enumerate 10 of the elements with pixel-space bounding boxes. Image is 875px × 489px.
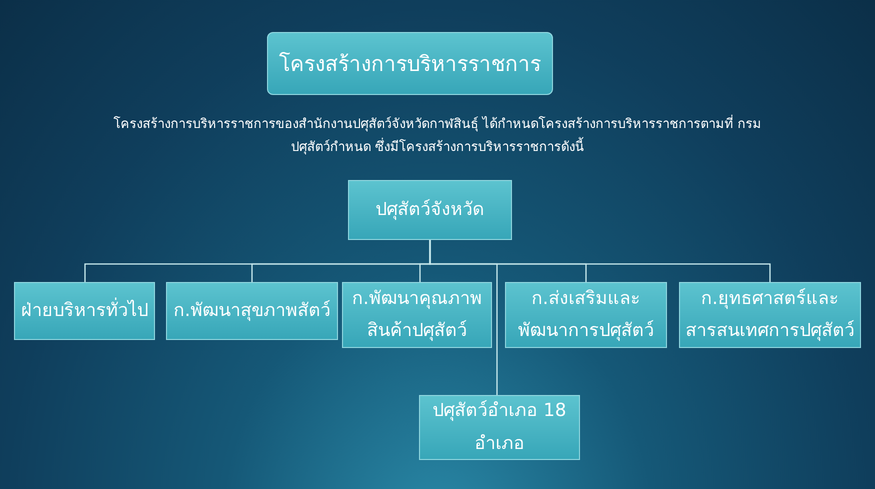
org-box: ก.ยุทธศาสตร์และ สารสนเทศการปศุสัตว์	[679, 282, 861, 348]
org-box: ก.พัฒนาสุขภาพสัตว์	[166, 282, 338, 340]
org-box: ก.พัฒนาคุณภาพ สินค้าปศุสัตว์	[342, 282, 492, 348]
connector-line	[429, 240, 498, 395]
org-box: ปศุสัตว์จังหวัด	[348, 180, 512, 240]
org-box: ก.ส่งเสริมและ พัฒนาการปศุสัตว์	[505, 282, 667, 348]
org-box: ปศุสัตว์อำเภอ 18 อำเภอ	[419, 395, 580, 460]
title-banner: โครงสร้างการบริหารราชการ	[267, 32, 553, 95]
description-text: โครงสร้างการบริหารราชการของสำนักงานปศุสัตว์จังหวัดกาฬสินธุ์ ได้กำหนดโครงสร้างการบริหารราชการตามที่ กรมปศุสัตว์กำหนด ซึ่งมีโครงสร้างการบริหารราชการดังนี้	[110, 114, 765, 160]
org-box: ฝ่ายบริหารทั่วไป	[14, 282, 155, 340]
